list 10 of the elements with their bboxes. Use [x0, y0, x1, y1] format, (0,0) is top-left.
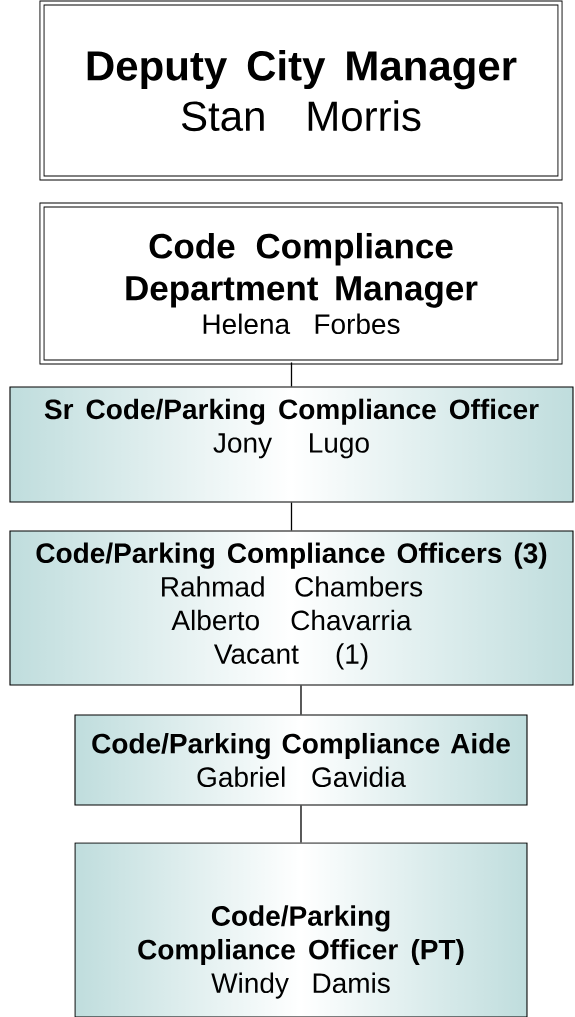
org-box: Code Compliance Department Manager Helena Forbes [39, 202, 563, 365]
connector-line [290, 501, 293, 532]
org-box: Deputy City Manager Stan Morris [39, 0, 563, 181]
org-box: Code/Parking Compliance Aide Gabriel Gavidia [74, 714, 528, 806]
connector-line [290, 361, 293, 388]
org-box: Code/Parking Compliance Officer (PT) Windy Damis [74, 842, 528, 1017]
org-box: Sr Code/Parking Compliance Officer Jony Lugo [9, 386, 574, 503]
connector-line [300, 804, 302, 844]
org-box: Code/Parking Compliance Officers (3) Rahmad Chambers Alberto Chavarria Vacant (1) [9, 530, 574, 686]
connector-line [300, 684, 302, 716]
